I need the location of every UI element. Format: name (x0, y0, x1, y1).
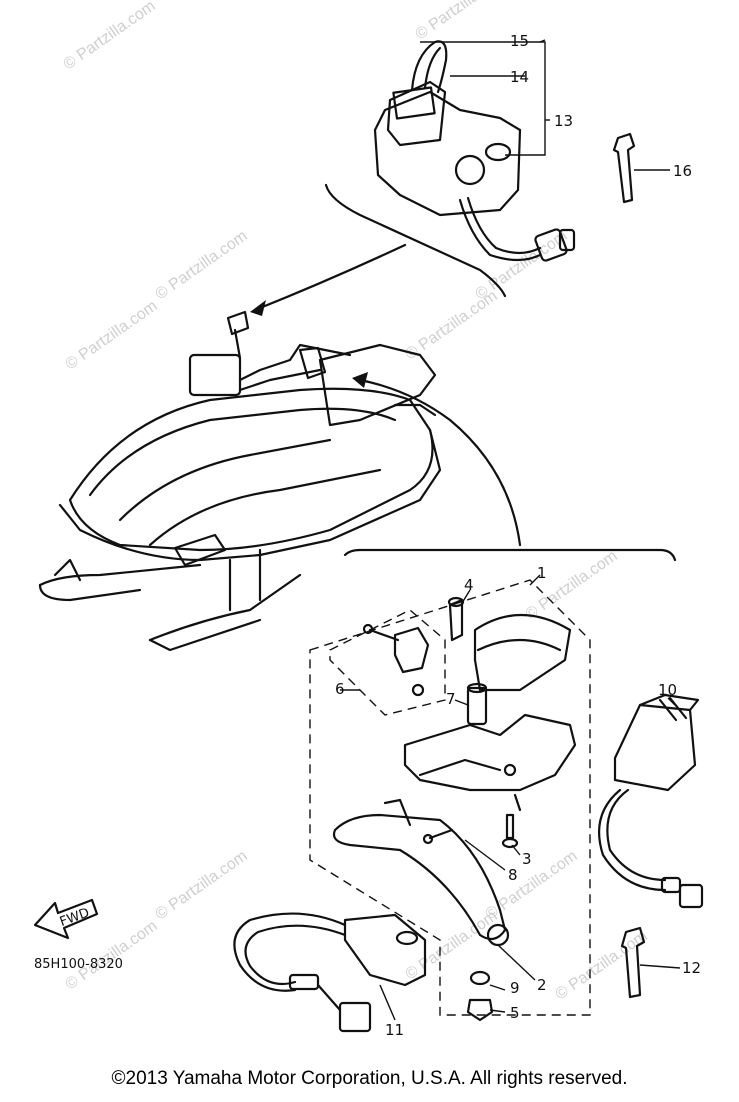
callout-leaders-top (420, 39, 550, 156)
callout-8: 8 (508, 866, 518, 884)
callout-15: 15 (510, 32, 529, 50)
fwd-label: FWD (58, 906, 92, 930)
callout-labels: 1 2 3 4 5 6 7 8 9 10 11 12 13 14 15 16 (335, 32, 701, 1039)
callout-3: 3 (522, 850, 532, 868)
watermark: © Partzilla.com (63, 298, 161, 374)
watermark: © Partzilla.com (63, 918, 161, 994)
watermark: © Partzilla.com (553, 928, 651, 1004)
watermark: © Partzilla.com (61, 0, 159, 73)
callout-4: 4 (464, 576, 474, 594)
callout-10: 10 (658, 681, 677, 699)
callout-16: 16 (673, 162, 692, 180)
callout-6: 6 (335, 680, 345, 698)
callout-2: 2 (537, 976, 547, 994)
callout-9: 9 (510, 979, 520, 997)
pointer-arrows (250, 243, 522, 547)
copyright-notice: ©2013 Yamaha Motor Corporation, U.S.A. A… (111, 1068, 628, 1089)
watermark: © Partzilla.com (403, 908, 501, 984)
fwd-direction-arrow: FWD (33, 898, 99, 940)
callout-12: 12 (682, 959, 701, 977)
snowmobile-illustration (38, 310, 442, 652)
watermark: © Partzilla.com (483, 848, 581, 924)
watermark: © Partzilla.com (523, 548, 621, 624)
watermarks: © Partzilla.com © Partzilla.com © Partzi… (61, 0, 651, 1003)
callout-5: 5 (510, 1004, 520, 1022)
brake-lever-assembly (233, 548, 704, 1033)
callout-leaders-lower (340, 574, 681, 1021)
watermark: © Partzilla.com (153, 228, 251, 304)
diagram-canvas: © Partzilla.com © Partzilla.com © Partzi… (33, 0, 704, 1039)
diagram-code: 85H100-8320 (34, 957, 123, 972)
callout-11: 11 (385, 1021, 404, 1039)
callout-7: 7 (446, 690, 456, 708)
watermark: © Partzilla.com (413, 0, 511, 43)
callout-13: 13 (554, 112, 573, 130)
callout-14: 14 (510, 68, 529, 86)
throttle-housing-assembly (324, 40, 576, 298)
cable-tie-16 (612, 132, 670, 204)
callout-1: 1 (537, 564, 547, 582)
watermark: © Partzilla.com (153, 848, 251, 924)
